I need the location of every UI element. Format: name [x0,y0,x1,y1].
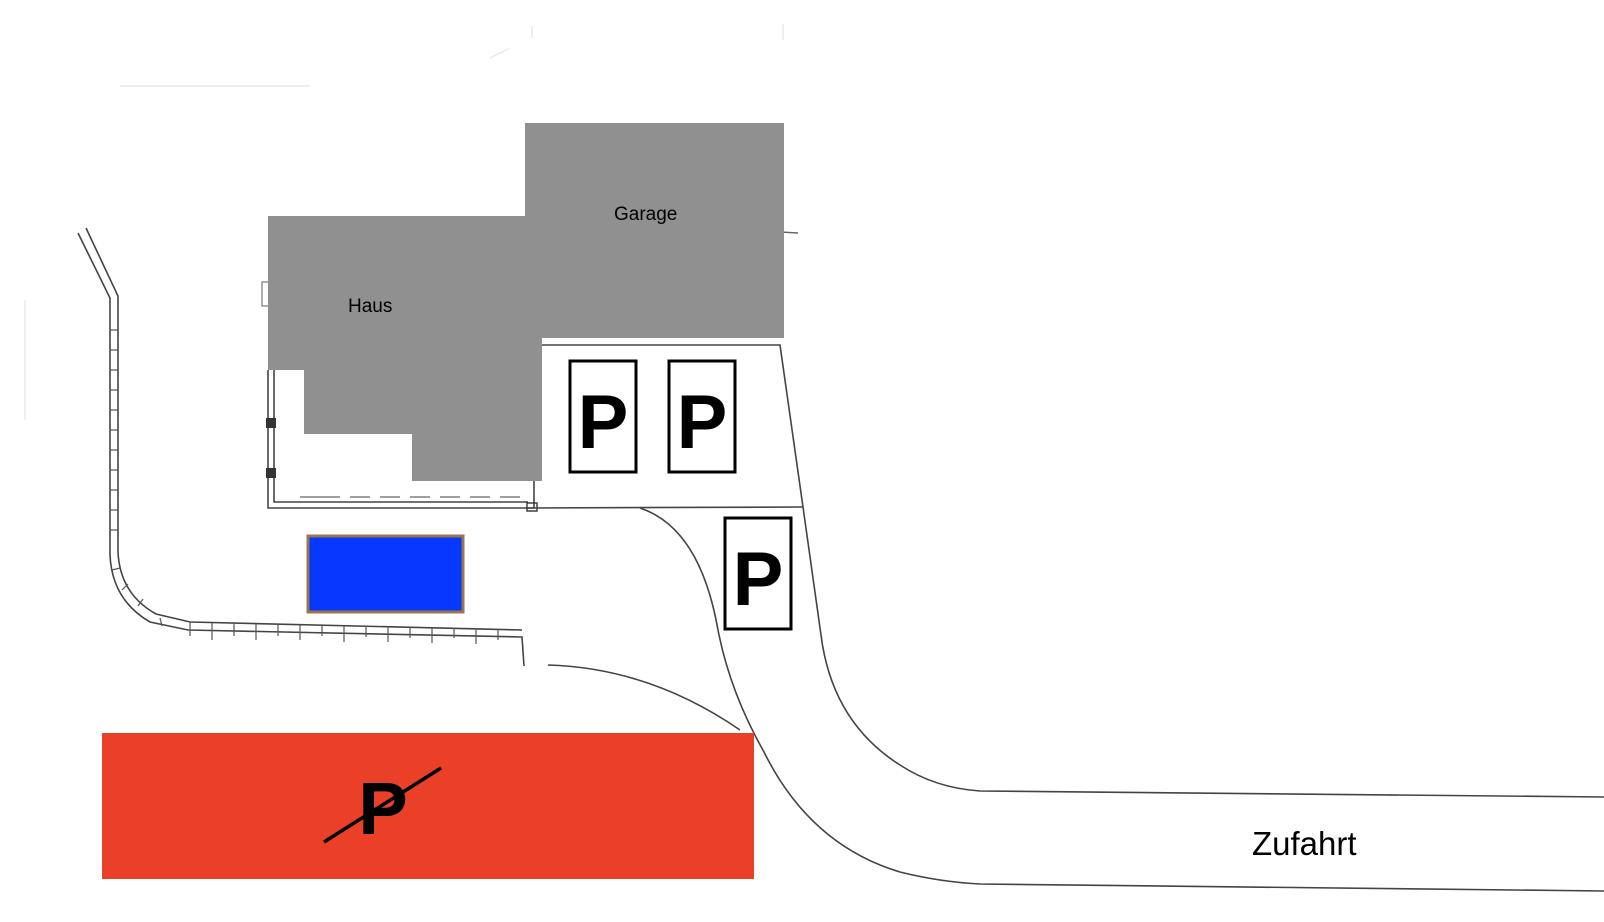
post-marker [266,468,276,478]
driveway-outline [527,231,1604,892]
no-parking-zone: P [102,733,754,879]
no-parking-icon [323,766,442,844]
parking-spot-symbol: P [733,537,784,622]
parking-sign-icon [723,516,793,631]
swimming-pool [306,534,465,614]
post-marker [266,418,276,428]
sketch-remnants [24,24,784,420]
parking-spot-symbol: P [578,380,629,465]
garage-label: Garage [614,204,677,225]
no-parking-area [102,733,754,879]
garden-path [547,664,741,731]
parking-sign-icon [667,359,737,474]
parking-sign-icon [568,359,638,474]
haus-label: Haus [348,296,392,317]
haus-building [268,216,542,481]
no-parking-symbol: P [358,767,407,850]
parking-spot-symbol: P [677,380,728,465]
road-label: Zufahrt [1252,825,1357,862]
garden-wall [77,227,525,667]
terrace-outline [261,281,538,512]
parking-spot-2: P [667,359,737,474]
parking-spot-3: P [723,516,793,631]
garage-building [525,123,784,338]
parking-spot-1: P [568,359,638,474]
buildings: Haus Garage [268,123,784,481]
